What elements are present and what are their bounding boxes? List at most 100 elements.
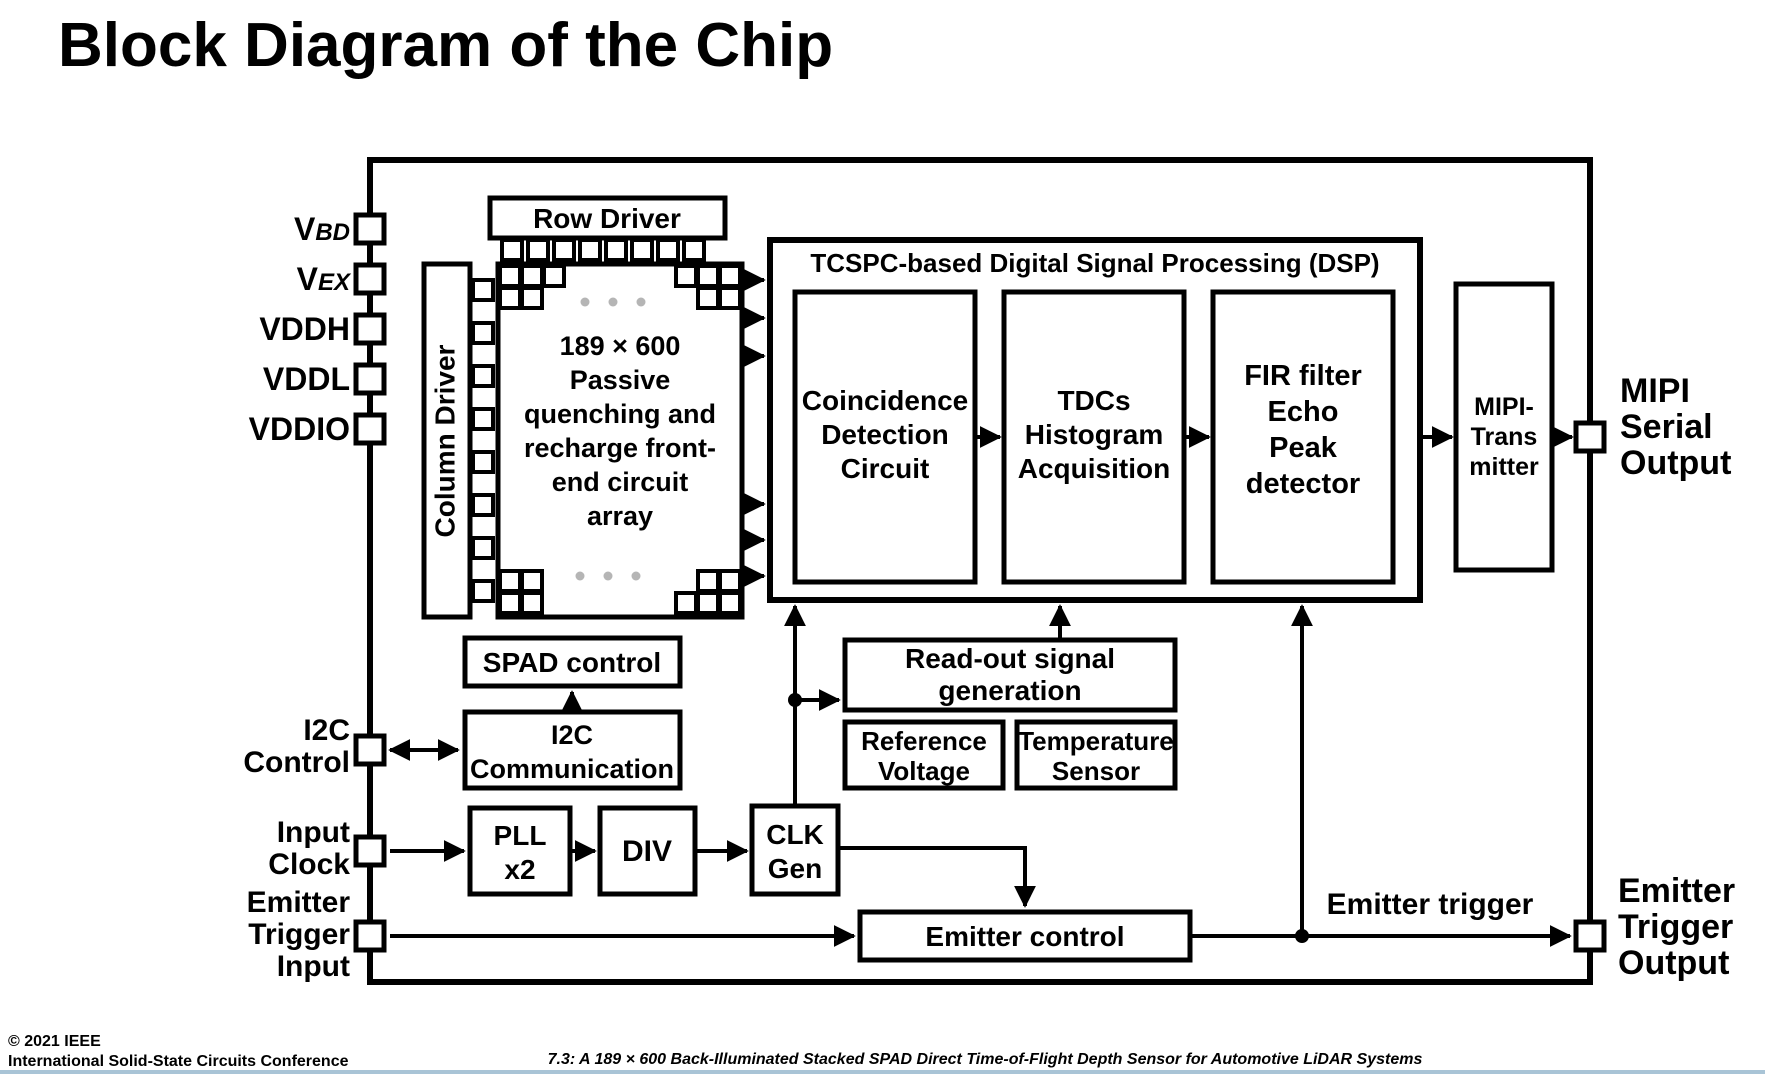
svg-text:Emitter: Emitter [1618,872,1735,910]
svg-text:189 × 600: 189 × 600 [560,331,681,361]
svg-text:Trans: Trans [1471,423,1538,451]
tdc-block [1001,289,1187,585]
svg-text:Detection: Detection [821,419,949,450]
svg-text:I2C: I2C [551,720,593,750]
i2c-communication-label: I2C Communication [470,720,674,784]
svg-text:MIPI-: MIPI- [1474,393,1534,421]
spad-control-label: SPAD control [483,647,661,678]
pin-label-emitter-trigger-output: Emitter Trigger Output [1618,872,1735,982]
array-to-dsp-arrows [743,269,766,587]
svg-text:Serial: Serial [1620,408,1713,446]
pad-mipi-serial-output [1573,420,1607,454]
svg-text:Input: Input [277,950,350,983]
footer-conference: International Solid-State Circuits Confe… [8,1053,349,1070]
svg-text:Output: Output [1618,944,1729,982]
svg-text:quenching and: quenching and [524,399,716,429]
pad-vddl [353,362,387,396]
svg-text:Trigger: Trigger [1618,908,1733,946]
clk-gen-label: CLK Gen [766,819,824,884]
svg-text:PLL: PLL [494,820,547,851]
svg-text:Echo: Echo [1268,396,1339,428]
svg-text:recharge front-: recharge front- [524,433,716,463]
svg-text:TDCs: TDCs [1057,385,1130,416]
svg-text:mitter: mitter [1469,453,1539,481]
svg-text:Temperature: Temperature [1018,726,1174,756]
temperature-sensor-label: Temperature Sensor [1018,726,1174,786]
coincidence-label: Coincidence Detection Circuit [802,385,968,484]
svg-text:array: array [587,501,653,531]
readout-signal-block [842,637,1178,713]
footer-copyright: © 2021 IEEE [8,1033,101,1050]
svg-text:Output: Output [1620,444,1731,482]
emitter-trigger-wire-label: Emitter trigger [1327,888,1534,921]
row-driver-label: Row Driver [533,203,681,234]
svg-text:Control: Control [243,746,350,779]
svg-text:Clock: Clock [268,848,350,881]
reference-voltage-block [842,719,1006,791]
pin-label-vddh: VDDH [259,311,350,347]
svg-text:Voltage: Voltage [878,756,970,786]
svg-text:Histogram: Histogram [1025,419,1163,450]
tdc-label: TDCs Histogram Acquisition [1018,385,1170,484]
svg-text:x2: x2 [504,854,535,885]
svg-text:detector: detector [1246,468,1360,500]
emitter-junction-dot [1295,929,1309,943]
pin-label-vbd: VBD [294,211,350,247]
svg-text:Emitter: Emitter [247,886,351,919]
svg-text:FIR filter: FIR filter [1244,360,1362,392]
row-driver-pixel-squares [500,238,706,262]
svg-text:Passive: Passive [570,365,671,395]
pixel-array-label: 189 × 600 Passive quenching and recharge… [524,331,716,531]
svg-text:Read-out signal: Read-out signal [905,643,1115,674]
pll-label: PLL x2 [494,820,547,885]
svg-text:Circuit: Circuit [841,453,930,484]
fir-block [1210,289,1396,585]
clk-junction-dot [788,693,802,707]
spad-control-block [462,635,683,689]
svg-text:Peak: Peak [1269,432,1338,464]
temperature-sensor-block [1014,719,1178,791]
svg-text:Input: Input [277,816,350,849]
column-driver-pixel-squares [471,278,495,603]
pad-input-clock [353,834,387,868]
fir-label: FIR filter Echo Peak detector [1244,360,1362,500]
div-label: DIV [622,835,672,868]
dsp-title: TCSPC-based Digital Signal Processing (D… [810,248,1379,278]
pin-label-i2c-control: I2C Control [243,714,350,779]
pin-label-vex: VEX [297,261,352,297]
footer-paper-title: 7.3: A 189 × 600 Back-Illuminated Stacke… [548,1051,1423,1068]
pad-vddio [353,412,387,446]
svg-text:Communication: Communication [470,754,674,784]
readout-signal-label: Read-out signal generation [905,643,1115,706]
chip-outline [367,157,1593,985]
mipi-transmitter-label: MIPI- Trans mitter [1469,393,1539,481]
pixel-array-corner-squares [498,264,742,615]
pin-label-vddio: VDDIO [249,411,350,447]
svg-text:CLK: CLK [766,819,824,850]
svg-text:Coincidence: Coincidence [802,385,968,416]
svg-text:Acquisition: Acquisition [1018,453,1170,484]
pad-vddh [353,312,387,346]
pixel-array-block [495,261,745,620]
pixel-array-ellipsis-dots [575,297,646,581]
page-title: Block Diagram of the Chip [58,11,833,80]
pin-label-emitter-trigger-input: Emitter Trigger Input [247,886,351,983]
pin-label-mipi-serial-output: MIPI Serial Output [1620,372,1731,482]
svg-text:I2C: I2C [303,714,350,747]
chip-pads [353,212,1607,953]
footer-divider [0,1070,1765,1074]
coincidence-block [792,289,978,585]
div-block [597,805,698,897]
pll-block [467,805,573,897]
svg-text:Sensor: Sensor [1052,756,1140,786]
pad-emitter-trigger-input [353,919,387,953]
pad-vex [353,262,387,296]
pad-vbd [353,212,387,246]
reference-voltage-label: Reference Voltage [861,726,987,786]
svg-text:Gen: Gen [768,853,822,884]
pad-emitter-trigger-output [1573,919,1607,953]
emitter-control-label: Emitter control [925,921,1124,952]
i2c-communication-block [462,709,683,791]
